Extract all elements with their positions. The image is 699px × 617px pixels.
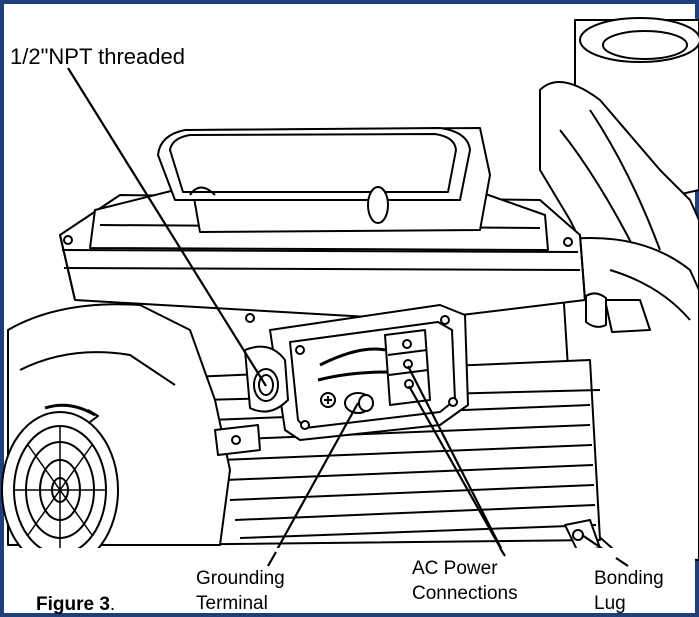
grounding-label-line1: Grounding xyxy=(196,568,285,589)
ac-power-label-line1: AC Power xyxy=(412,558,498,579)
ac-leader-line-1 xyxy=(407,365,506,557)
leader-lines xyxy=(67,67,629,567)
grounding-leader-line xyxy=(267,402,359,567)
figure-caption-period: . xyxy=(109,594,116,615)
npt-threaded-label: 1/2"NPT threaded xyxy=(10,44,185,69)
bonding-label-line1: Bonding xyxy=(594,568,664,589)
npt-leader-line xyxy=(67,67,267,387)
bonding-label-line2: Lug xyxy=(594,593,626,614)
figure-caption-text: Figure 3 xyxy=(36,594,110,615)
ac-leader-line-2 xyxy=(408,385,506,557)
threaded-conduit-port xyxy=(244,345,289,413)
motor-body xyxy=(119,359,601,546)
terminal-box xyxy=(269,304,469,441)
figure-caption: Figure 3. xyxy=(36,594,115,616)
motor-foot xyxy=(214,424,261,456)
ac-power-label-line2: Connections xyxy=(412,583,518,604)
grounding-label-line2: Terminal xyxy=(196,593,268,614)
fan-end-bell xyxy=(1,303,231,569)
caption-band xyxy=(4,548,695,613)
control-housing xyxy=(59,127,586,323)
